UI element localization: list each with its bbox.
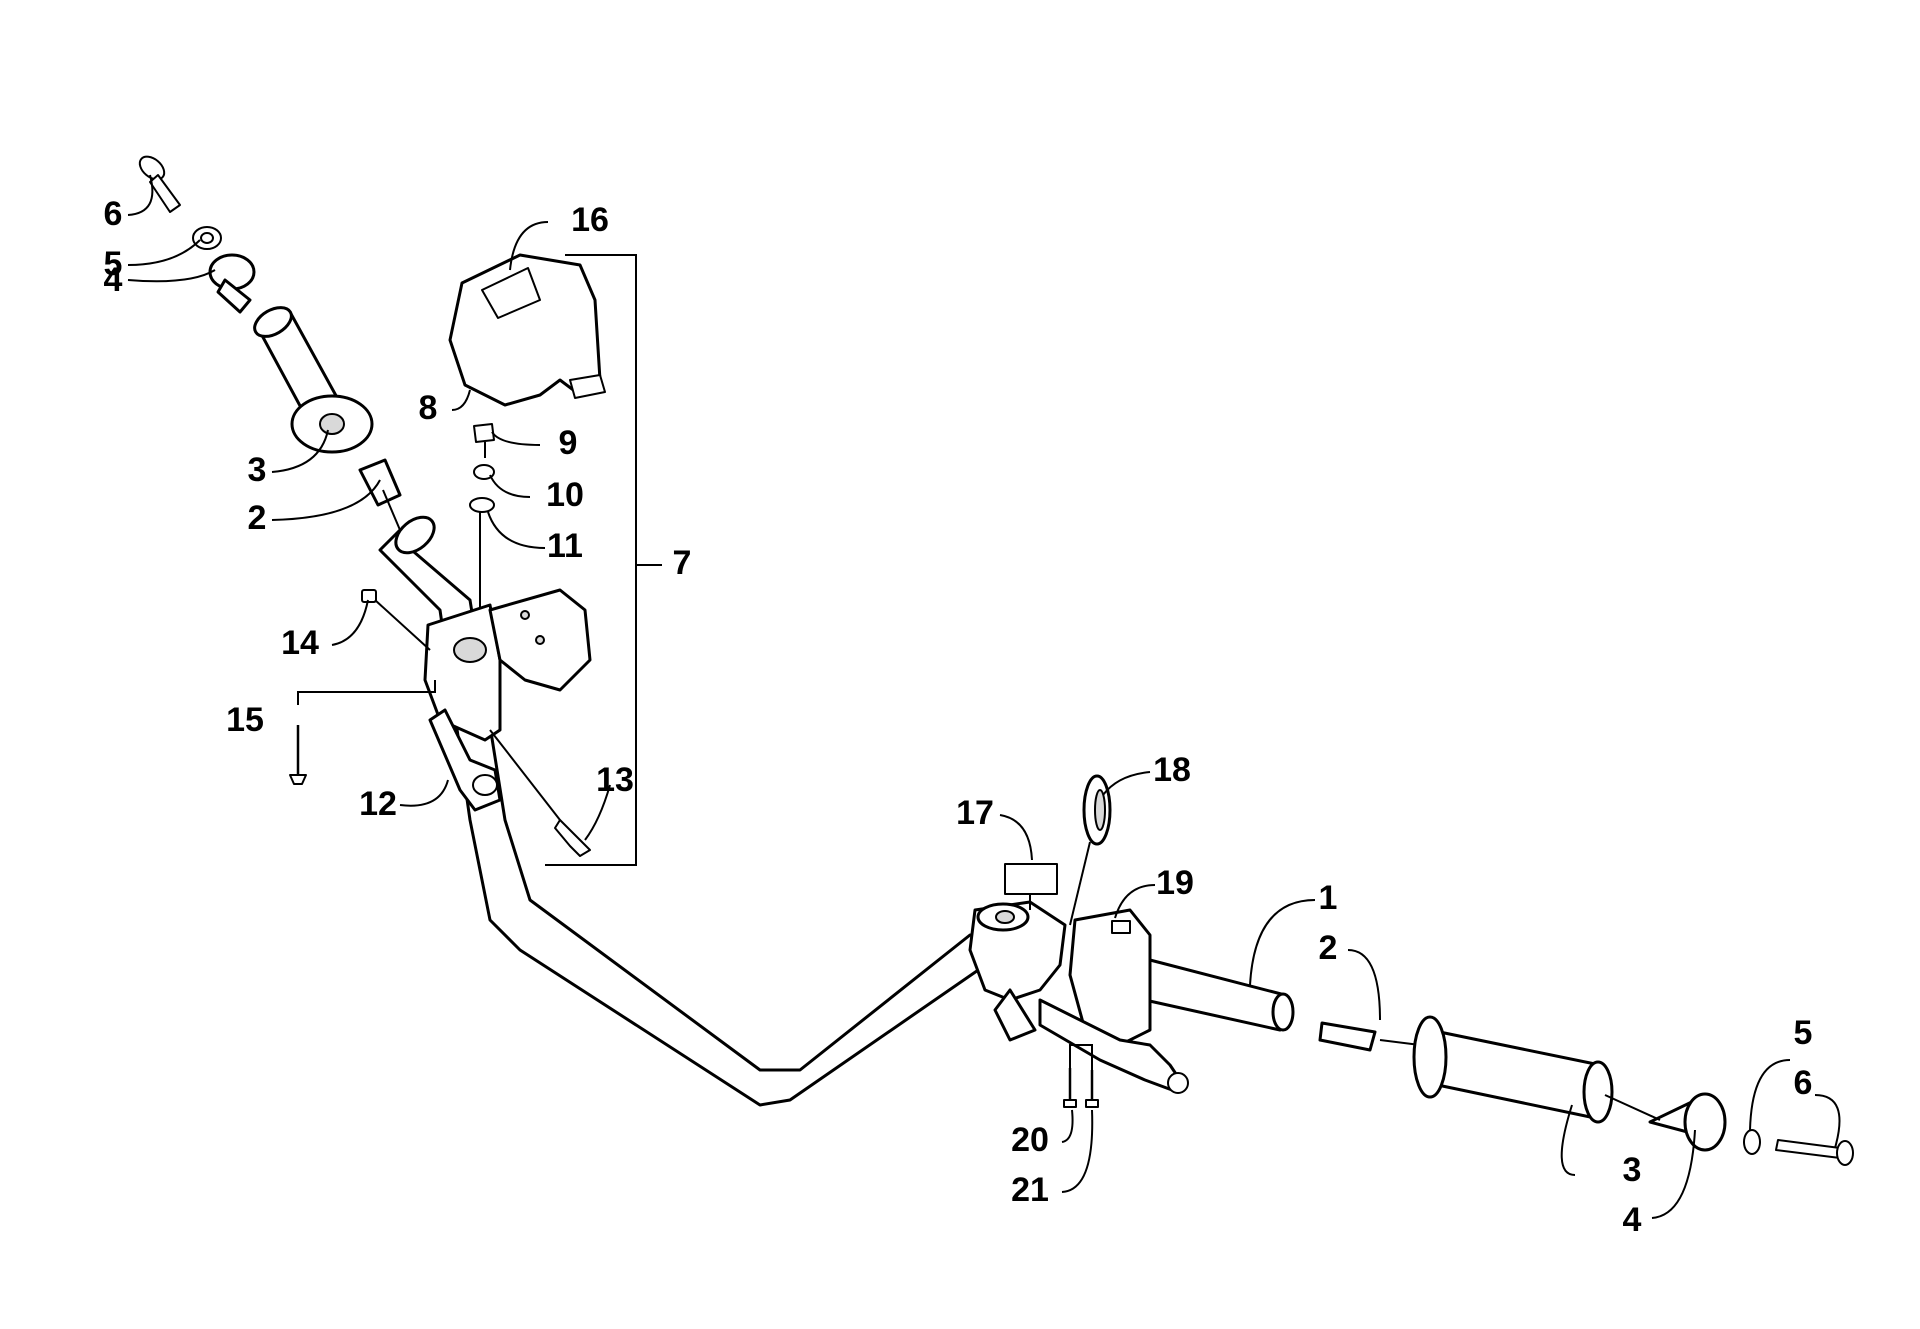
callout-10: 10 [546,476,584,514]
decal-17 [1004,863,1058,895]
switch-screw-15 [289,725,307,785]
callout-19: 19 [1156,864,1194,902]
left-bar-end [208,253,256,314]
callout-right-5: 5 [1794,1014,1813,1052]
switch-body [423,588,592,742]
screw-20 [1063,1068,1077,1108]
left-end-screw [138,155,181,213]
switch-housing-assembly [289,253,637,866]
nut [361,589,377,603]
grommet-18 [1082,774,1112,846]
callout-9: 9 [559,424,578,462]
callout-18: 18 [1153,751,1191,789]
callout-left-6: 6 [104,195,123,233]
right-bar-end [1648,1092,1727,1152]
callout-11: 11 [547,527,583,565]
left-grip [253,306,374,454]
callout-17: 17 [956,794,994,832]
brake-lever [1038,998,1189,1094]
left-grip-assembly [138,155,402,531]
right-grip-insert [1318,1021,1377,1052]
leader-lines [127,174,1841,1219]
callout-1: 1 [1319,879,1338,917]
callout-right-6: 6 [1794,1064,1813,1102]
callout-left-2: 2 [248,499,267,537]
callout-left-4: 4 [104,261,123,299]
screw-21 [1085,1070,1099,1108]
callout-right-2: 2 [1319,929,1338,967]
housing-lockwasher [473,464,495,480]
callout-7: 7 [673,544,692,582]
right-grip [1412,1015,1614,1124]
callout-12: 12 [359,785,397,823]
throttle-lever [428,708,502,812]
callout-right-4: 4 [1623,1201,1642,1239]
brake-master-cylinder [968,900,1067,1042]
callout-8: 8 [419,389,438,427]
left-grip-insert [358,458,402,507]
callout-right-3: 3 [1623,1151,1642,1189]
callout-15: 15 [226,701,264,739]
switch-screw-13 [489,729,591,857]
left-washer [192,226,222,250]
housing-washer [469,497,495,513]
switch-cover [448,253,606,407]
callout-16: 16 [571,201,609,239]
housing-screw [473,423,495,458]
switch-housing-right [1068,908,1152,1047]
right-end-screw [1775,1139,1854,1166]
callout-21: 21 [1011,1171,1049,1209]
callout-labels: 6 5 4 3 2 16 8 9 10 11 7 14 15 12 13 18 … [104,195,1813,1239]
handlebar-tube [378,515,1295,1107]
right-washer [1743,1129,1761,1155]
callout-13: 13 [596,761,634,799]
callout-20: 20 [1011,1121,1049,1159]
callout-14: 14 [281,624,319,662]
callout-left-3: 3 [248,451,267,489]
callout-left-5: 5 [104,245,123,283]
